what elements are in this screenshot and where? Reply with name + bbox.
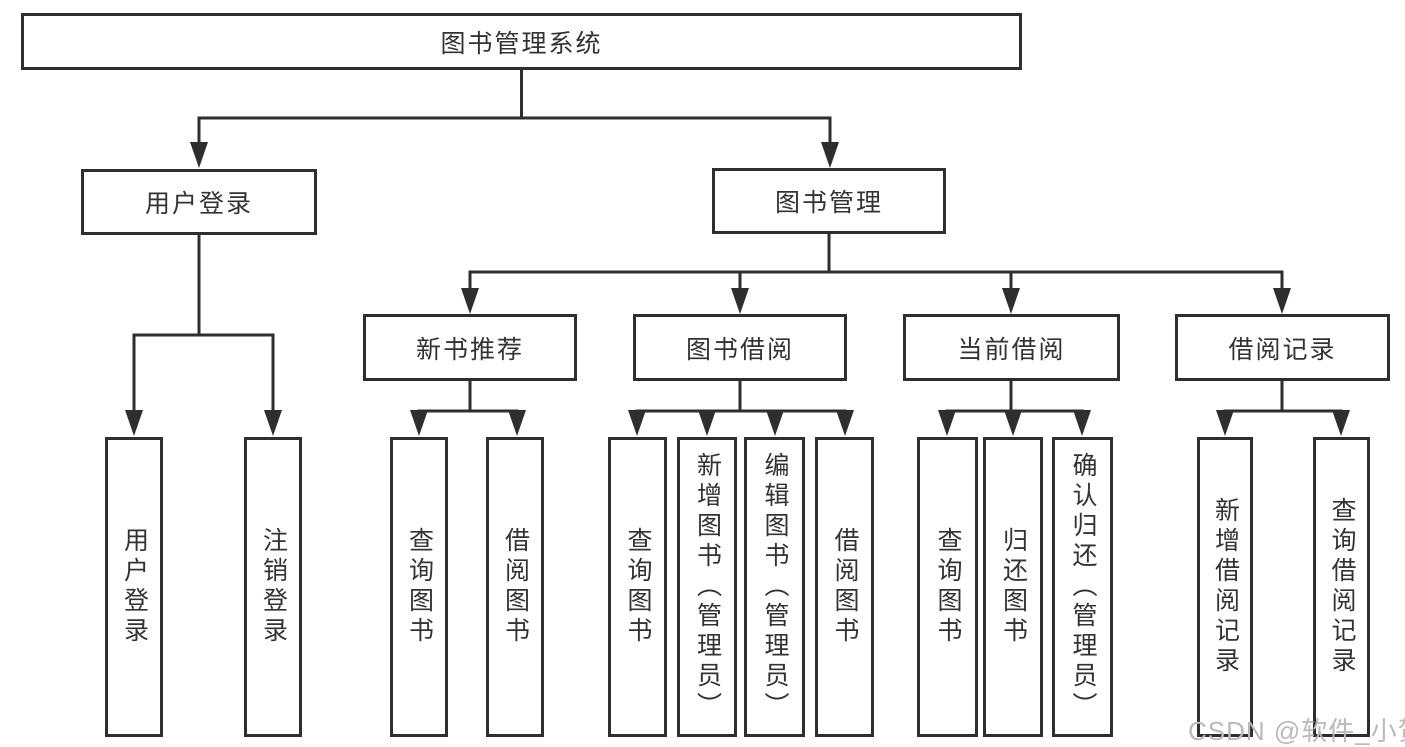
connector-borrow-record-children [1223, 379, 1343, 416]
connector-current-borrow-children [945, 379, 1084, 416]
arrowhead [190, 142, 208, 168]
node-leaf-query-books-recommend: 查询图书 [390, 437, 448, 737]
node-label: 归还图书 [999, 527, 1028, 647]
arrowhead [125, 410, 143, 436]
node-label: 借阅图书 [501, 527, 530, 647]
arrowhead [821, 142, 839, 168]
arrowhead [1073, 410, 1091, 436]
node-label: 注销登录 [259, 527, 288, 647]
node-label: 编辑图书（管理员） [761, 452, 789, 722]
arrowhead [938, 410, 956, 436]
arrowhead [766, 410, 784, 436]
node-borrowing-records: 借阅记录 [1175, 314, 1390, 381]
node-label: 确认归还（管理员） [1069, 452, 1097, 722]
node-book-borrowing: 图书借阅 [633, 314, 847, 381]
arrowhead [1216, 410, 1234, 436]
node-new-book-recommendation: 新书推荐 [363, 314, 577, 381]
arrowhead [1004, 410, 1022, 436]
arrowhead [508, 410, 526, 436]
node-library-management-system: 图书管理系统 [21, 13, 1022, 70]
node-label: 新增借阅记录 [1211, 497, 1240, 677]
arrowheads [125, 142, 1350, 436]
arrowhead [461, 288, 479, 314]
connector-book-management-children [468, 232, 1284, 293]
node-label: 新增图书（管理员） [693, 452, 722, 722]
node-label: 用户登录 [144, 190, 253, 218]
node-leaf-confirm-return-admin: 确认归还（管理员） [1052, 437, 1113, 737]
arrowhead [1273, 288, 1291, 314]
node-label: 图书管理系统 [440, 29, 603, 58]
node-leaf-return-books: 归还图书 [983, 437, 1043, 737]
node-leaf-add-borrow-record: 新增借阅记录 [1197, 437, 1253, 737]
node-label: 查询图书 [624, 527, 652, 647]
node-leaf-query-borrow-record: 查询借阅记录 [1313, 437, 1370, 737]
connector-new-book-children [417, 379, 519, 416]
arrowhead [731, 288, 749, 314]
node-label: 当前借阅 [957, 335, 1066, 364]
node-label: 图书管理 [774, 189, 883, 217]
node-label: 查询图书 [934, 527, 962, 647]
connector-user-login-children [132, 233, 275, 415]
node-leaf-query-books-current: 查询图书 [917, 437, 978, 737]
node-current-borrowing: 当前借阅 [903, 314, 1120, 381]
connector-segments [132, 67, 1343, 416]
node-label: 图书借阅 [685, 335, 794, 364]
node-book-management: 图书管理 [712, 168, 946, 234]
node-label: 用户登录 [120, 527, 149, 647]
connector-root-to-level2 [197, 67, 832, 147]
node-leaf-borrow-books-recommend: 借阅图书 [486, 437, 544, 737]
node-label: 借阅图书 [831, 527, 859, 647]
arrowhead [836, 410, 854, 436]
arrowhead [1332, 410, 1350, 436]
node-user-login: 用户登录 [81, 169, 317, 235]
node-leaf-query-books-borrow: 查询图书 [608, 437, 667, 737]
arrowhead [410, 410, 428, 436]
arrowhead [698, 410, 716, 436]
arrowhead [264, 410, 282, 436]
node-leaf-logout: 注销登录 [244, 437, 302, 737]
node-leaf-borrow-books: 借阅图书 [815, 437, 874, 737]
node-leaf-user-login: 用户登录 [105, 437, 163, 737]
node-label: 借阅记录 [1228, 335, 1337, 364]
node-leaf-add-book-admin: 新增图书（管理员） [677, 437, 737, 737]
connector-book-borrow-children [635, 379, 847, 416]
node-label: 查询借阅记录 [1328, 497, 1356, 677]
csdn-watermark: CSDN @软件_小贺同学 [1188, 716, 1405, 746]
arrowhead [628, 410, 646, 436]
node-label: 查询图书 [405, 527, 434, 647]
arrowhead [1002, 288, 1020, 314]
node-leaf-edit-book-admin: 编辑图书（管理员） [744, 437, 805, 737]
node-label: 新书推荐 [415, 335, 524, 364]
